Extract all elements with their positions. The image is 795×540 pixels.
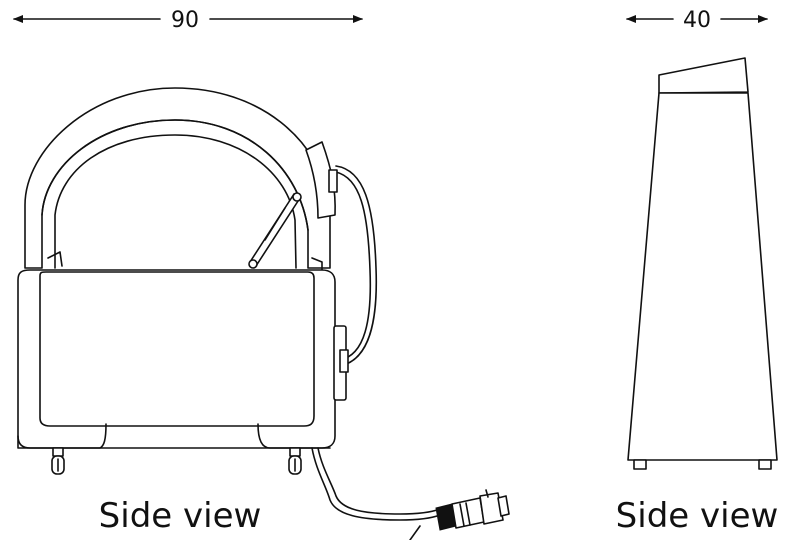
power-cord-tail xyxy=(409,525,421,540)
gas-strut-body xyxy=(249,193,301,267)
gas-strut-upper-pivot xyxy=(292,192,302,202)
base-inner-panel xyxy=(39,271,315,427)
base-left-foot xyxy=(17,423,107,449)
gas-strut-lower-pivot xyxy=(248,259,258,269)
front-view-foot-left xyxy=(633,459,647,470)
arch-left-clip xyxy=(47,251,63,267)
base-outer xyxy=(17,269,336,449)
base-side-socket xyxy=(339,349,349,373)
caster-left xyxy=(51,447,65,475)
gas-strut-rod xyxy=(264,207,286,241)
power-plug xyxy=(435,489,510,531)
plug-head xyxy=(479,492,504,525)
width-dimension: 90 xyxy=(13,8,363,33)
machine-side-view xyxy=(17,87,510,540)
plug-latch xyxy=(485,489,489,498)
control-box-body xyxy=(305,141,336,219)
base-body xyxy=(17,269,349,449)
plug-tip xyxy=(497,495,510,517)
caption-right: Side view xyxy=(616,496,779,536)
front-view-body xyxy=(627,92,778,461)
depth-label: 40 xyxy=(683,8,711,33)
caption-left: Side view xyxy=(99,496,262,536)
front-view-foot-right xyxy=(758,459,772,470)
depth-dimension: 40 xyxy=(626,8,768,33)
gas-strut xyxy=(248,192,302,269)
hood-arch xyxy=(24,87,331,271)
power-cord-line-a xyxy=(311,447,441,521)
caster-right-mount xyxy=(289,447,301,457)
loop-cable-inner xyxy=(335,165,378,367)
width-label: 90 xyxy=(171,8,199,33)
arch-inner-edge xyxy=(41,119,309,231)
arch-inner-lip xyxy=(54,134,297,269)
power-cord-line-b xyxy=(317,447,441,515)
plug-grip-2 xyxy=(465,502,471,526)
front-view-top-cap xyxy=(658,57,749,94)
machine-front-view xyxy=(627,57,778,470)
power-cord xyxy=(311,447,510,540)
arch-outer-shell xyxy=(24,87,331,269)
loop-cable-outer xyxy=(335,171,372,361)
plug-grip-1 xyxy=(459,503,465,527)
arch-right-clip xyxy=(311,257,323,271)
control-box xyxy=(305,141,338,219)
control-box-plug xyxy=(328,169,338,193)
caster-left-mount xyxy=(52,447,64,457)
caster-right xyxy=(288,447,302,475)
base-right-foot xyxy=(257,423,331,449)
